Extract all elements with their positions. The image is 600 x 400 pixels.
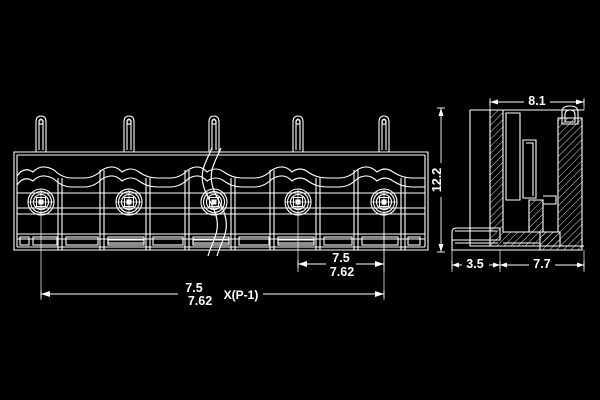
total-length-lower-text: 7.62 [188, 294, 212, 308]
pin-post-4 [292, 115, 304, 152]
side-section-view-group [451, 105, 584, 251]
pitch-lower-text: 7.62 [330, 265, 354, 279]
total-length-suffix-text: X(P-1) [224, 288, 259, 302]
scallop-profile [16, 166, 425, 188]
screw-terminal-2 [115, 188, 143, 216]
side-base-left-text: 3.5 [466, 257, 483, 271]
housing-outline [13, 151, 429, 251]
screw-terminal-1 [27, 188, 55, 216]
screw-terminal-5 [370, 188, 398, 216]
total-length-upper-text: 7.5 [185, 281, 202, 295]
screw-terminal-group [27, 188, 398, 216]
screw-terminal-3 [200, 188, 228, 216]
vertical-divider-lines [57, 170, 406, 250]
section-body-middle [528, 199, 544, 233]
side-height-text: 12.2 [430, 168, 444, 192]
pin-post-1 [35, 115, 47, 152]
pin-post-5 [378, 115, 390, 152]
inner-slot [522, 139, 537, 199]
pin-post-3 [208, 115, 220, 152]
front-view-group [13, 115, 429, 257]
horizontal-divider-lines [17, 192, 425, 240]
screw-terminal-4 [284, 188, 312, 216]
side-base-right-text: 7.7 [533, 257, 550, 271]
pin-post-2 [123, 115, 135, 152]
pin-post-group [35, 115, 390, 152]
pitch-upper-text: 7.5 [332, 251, 349, 265]
dimension-text-group: 7.5 7.62 X(P-1) 7.5 7.62 8.1 12.2 3.5 7.… [180, 94, 555, 308]
break-line [201, 147, 227, 257]
side-top-width-text: 8.1 [528, 94, 545, 108]
bottom-foot-slots [19, 236, 421, 246]
